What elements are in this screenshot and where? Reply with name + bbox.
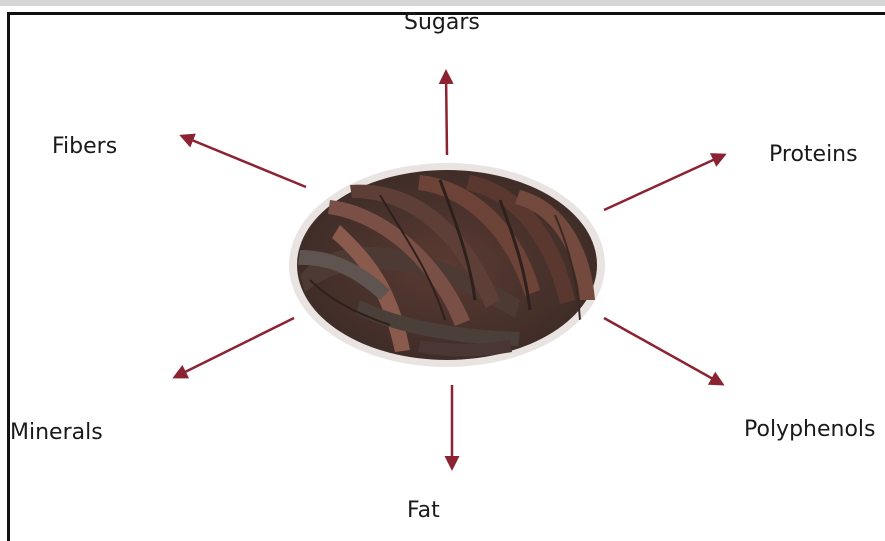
- arrow-proteins: [604, 155, 724, 210]
- arrow-fibers: [182, 136, 306, 187]
- label-proteins: Proteins: [769, 142, 858, 167]
- label-fat: Fat: [407, 498, 440, 523]
- arrow-polyphenols: [604, 318, 722, 384]
- label-polyphenols: Polyphenols: [744, 417, 876, 442]
- label-fibers: Fibers: [52, 134, 117, 159]
- carob-pods-image: [289, 163, 605, 367]
- arrow-sugars: [446, 72, 447, 155]
- diagram-canvas: [0, 0, 885, 529]
- arrow-minerals: [175, 318, 294, 377]
- label-minerals: Minerals: [10, 420, 103, 445]
- label-sugars: Sugars: [404, 10, 480, 35]
